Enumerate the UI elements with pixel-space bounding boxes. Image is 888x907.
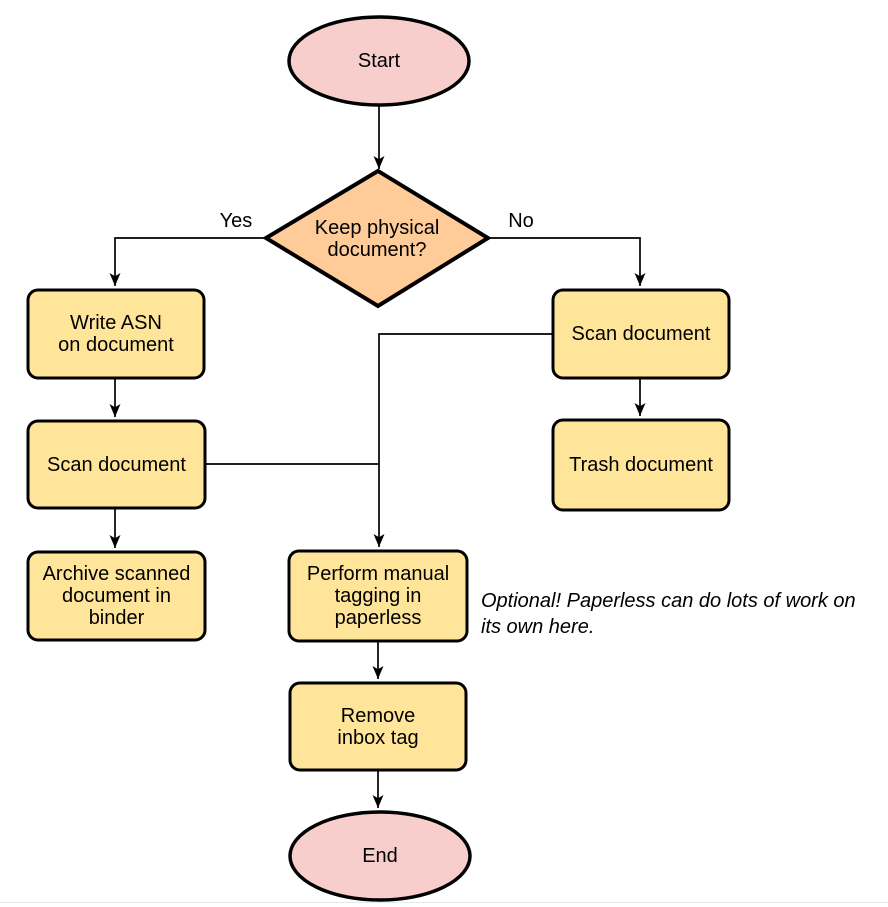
- archive-node-shape: [26, 550, 207, 642]
- decision-node-shape: [262, 168, 492, 309]
- remove-inbox-node-shape: [288, 681, 468, 772]
- tagging-node-shape: [287, 549, 469, 643]
- start-node-shape: [287, 15, 471, 107]
- page-divider: [0, 902, 888, 903]
- end-node-shape: [288, 810, 472, 902]
- scan-right-node-shape: [551, 288, 731, 380]
- edge-decision-yes-to-write-asn: [109, 237, 266, 286]
- edge-decision-no-to-scan-right: [488, 237, 646, 286]
- write-asn-node-shape: [26, 288, 206, 380]
- yes-edge-label: Yes: [219, 209, 253, 232]
- no-edge-label: No: [508, 209, 534, 232]
- scan-left-node-shape: [26, 419, 207, 510]
- trash-node-shape: [551, 418, 731, 512]
- optional-note: Optional! Paperless can do lots of work …: [481, 590, 856, 638]
- edge-scan-right-to-tagging: [373, 333, 553, 547]
